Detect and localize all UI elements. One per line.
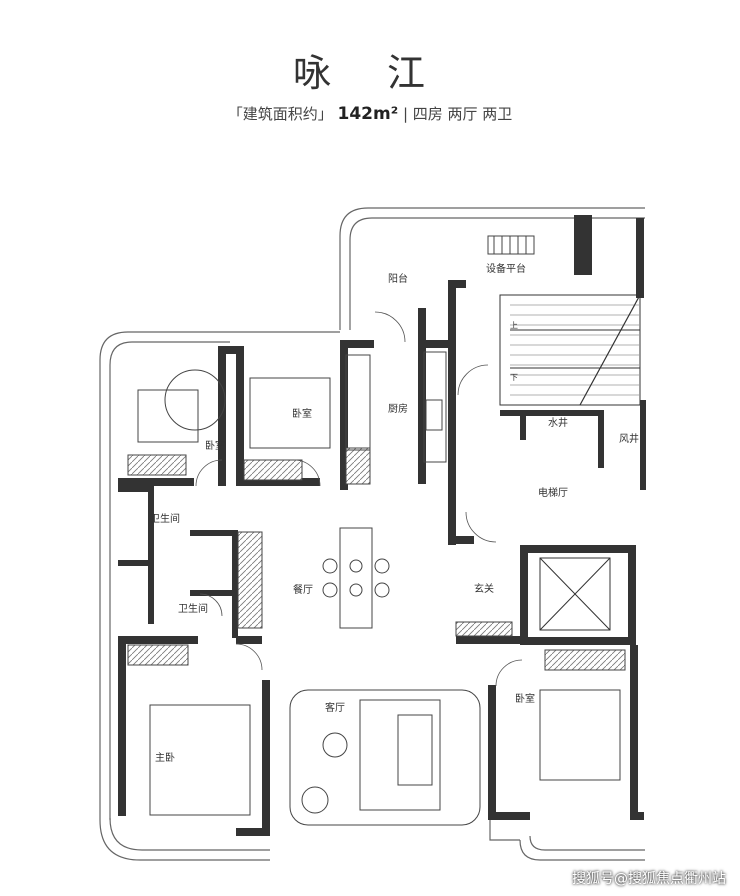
label-stair-up: 上 xyxy=(510,321,518,330)
label-air-shaft: 风井 xyxy=(619,432,639,445)
label-foyer: 玄关 xyxy=(474,582,494,595)
dining-table xyxy=(322,527,390,629)
label-bedroom-top-mid: 卧室 xyxy=(292,407,312,420)
watermark: 搜狐号@搜狐焦点衢州站 xyxy=(572,871,726,887)
subtitle-area: 142m² xyxy=(337,104,399,124)
label-master-bedroom: 主卧 xyxy=(155,751,175,764)
label-equipment-platform: 设备平台 xyxy=(486,262,526,275)
label-dining: 餐厅 xyxy=(293,583,313,596)
bedroom-furniture xyxy=(127,369,626,816)
label-stair-down: 下 xyxy=(510,373,518,382)
door-arcs xyxy=(195,311,523,687)
subtitle-prefix: 「建筑面积约」 xyxy=(227,105,333,123)
label-living: 客厅 xyxy=(325,701,345,714)
kitchen-counter xyxy=(345,351,447,463)
label-kitchen: 厨房 xyxy=(388,402,408,415)
label-bathroom-2: 卫生间 xyxy=(178,602,208,615)
label-elevator-hall: 电梯厅 xyxy=(538,486,568,499)
walls xyxy=(118,215,646,836)
label-balcony: 阳台 xyxy=(388,272,408,285)
living-furniture xyxy=(289,689,481,826)
elevator xyxy=(539,557,611,631)
outer-outline xyxy=(99,207,645,861)
page-title: 咏 江 xyxy=(292,51,448,95)
label-bathroom-1: 卫生间 xyxy=(150,512,180,525)
label-water-shaft: 水井 xyxy=(548,416,568,429)
stair xyxy=(499,294,641,406)
equipment-unit xyxy=(487,235,535,255)
label-bedroom-right: 卧室 xyxy=(515,692,535,705)
subtitle-suffix: | 四房 两厅 两卫 xyxy=(402,105,513,123)
subtitle: 「建筑面积约」 142m² | 四房 两厅 两卫 xyxy=(0,103,740,124)
label-bedroom-top-left: 卧室 xyxy=(205,439,225,452)
